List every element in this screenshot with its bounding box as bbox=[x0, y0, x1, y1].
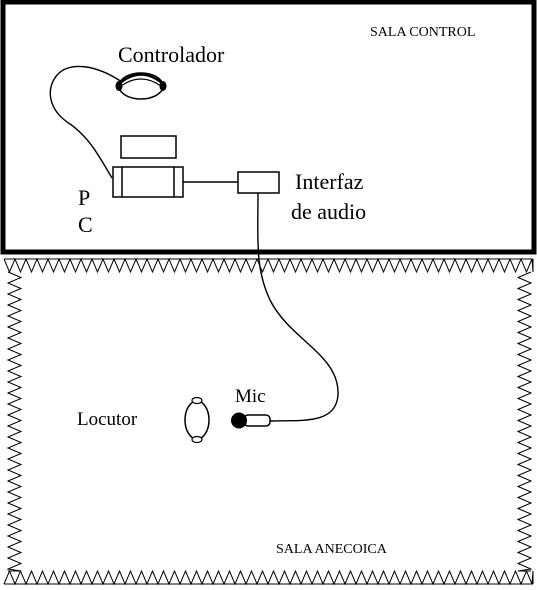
anechoic-wedges-top bbox=[3, 257, 534, 274]
computer-icon bbox=[112, 135, 184, 198]
pc-label-line1: P bbox=[78, 185, 90, 210]
mic-label: Mic bbox=[235, 386, 266, 407]
speaker-device: Locutor bbox=[77, 396, 210, 444]
head-icon bbox=[184, 396, 210, 444]
controller-label: Controlador bbox=[118, 42, 225, 67]
control-room: SALA CONTROL bbox=[0, 0, 537, 255]
control-room-label: SALA CONTROL bbox=[370, 25, 475, 40]
mic-device: Mic bbox=[231, 386, 271, 429]
pc-monitor bbox=[120, 135, 177, 159]
control-room-border bbox=[0, 0, 537, 255]
audio-interface-icon bbox=[237, 171, 280, 194]
audio-interface-device: Interfaz de audio bbox=[237, 169, 366, 224]
interface-label-line2: de audio bbox=[291, 199, 366, 224]
speaker-label: Locutor bbox=[77, 409, 138, 430]
anechoic-room-label: SALA ANECOICA bbox=[276, 542, 388, 557]
pc-device: P C bbox=[78, 135, 184, 237]
anechoic-wedges-bottom bbox=[3, 569, 534, 586]
controller-device: Controlador bbox=[115, 42, 225, 100]
anechoic-wedges-right bbox=[516, 271, 533, 572]
headphones-icon bbox=[115, 72, 167, 100]
interface-label-line1: Interfaz bbox=[295, 169, 364, 194]
interface-to-mic-cable bbox=[257, 192, 339, 422]
controller-to-pc-cable bbox=[49, 65, 123, 179]
pc-tower bbox=[112, 166, 184, 198]
cables bbox=[49, 65, 339, 422]
pc-label-line2: C bbox=[78, 212, 93, 237]
microphone-icon bbox=[231, 412, 271, 429]
anechoic-wedges-left bbox=[6, 271, 23, 572]
